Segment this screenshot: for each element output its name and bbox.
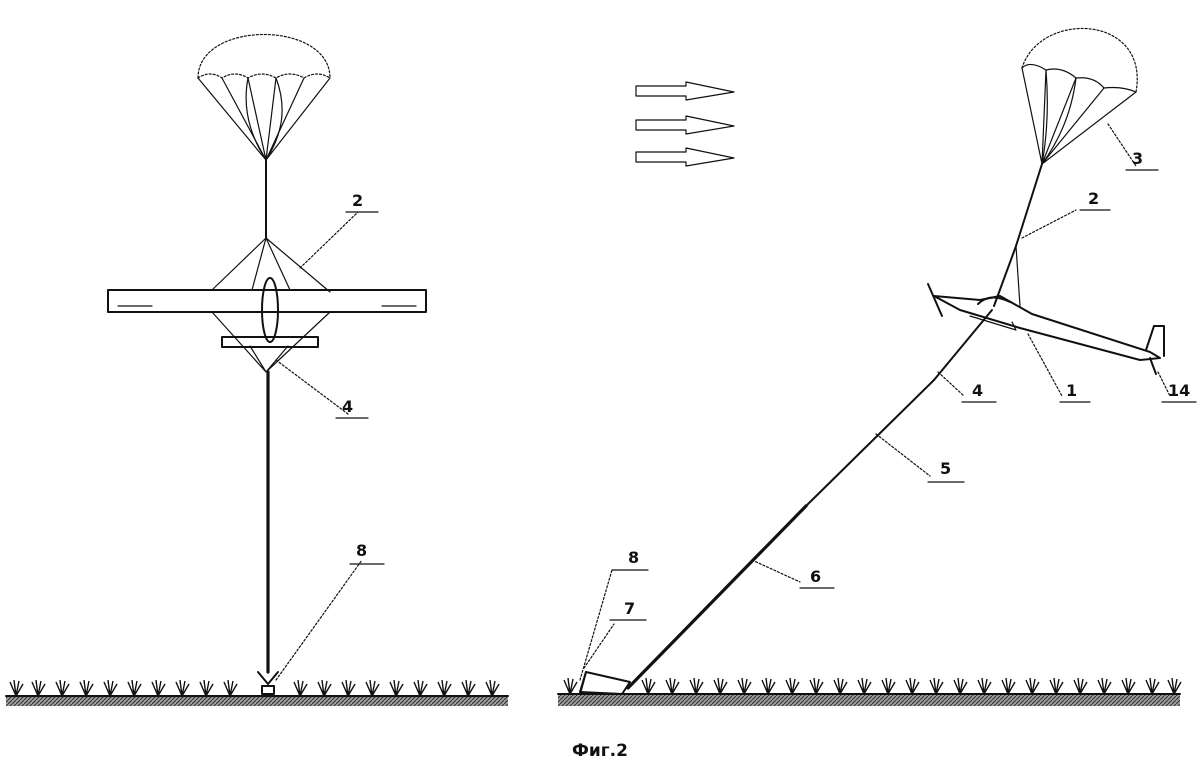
- right-grass: [563, 677, 1182, 695]
- left-label-anchor: 8: [356, 541, 367, 560]
- right-label-mount: 7: [624, 599, 635, 618]
- right-aircraft: [927, 283, 1165, 375]
- left-ground: [6, 696, 508, 706]
- right-label-harness: 4: [972, 381, 983, 400]
- right-harness: [933, 309, 993, 381]
- right-label-parachute: 3: [1132, 149, 1143, 168]
- right-label-tail-hook: 14: [1168, 381, 1190, 400]
- right-rod: [626, 504, 808, 690]
- left-label-line: 2: [352, 191, 363, 210]
- right-label-anchor: 8: [628, 548, 639, 567]
- left-view: 2 4 8: [5, 33, 509, 706]
- left-anchor: [257, 671, 279, 695]
- right-label-tether: 5: [940, 459, 951, 478]
- right-label-aircraft: 1: [1066, 381, 1077, 400]
- left-aircraft: [107, 277, 427, 348]
- right-label-line: 2: [1088, 189, 1099, 208]
- right-label-rod: 6: [810, 567, 821, 586]
- right-parachute: [1021, 27, 1138, 165]
- right-mount: [579, 671, 631, 695]
- left-label-harness: 4: [342, 397, 353, 416]
- left-parachute: [197, 33, 331, 161]
- wind-arrow: [635, 81, 735, 101]
- right-view: 3 2 1 14 4 5 6 7 8: [557, 27, 1197, 706]
- left-grass: [9, 679, 500, 697]
- right-anchor: [579, 671, 587, 695]
- right-ground: [558, 694, 1180, 706]
- wind-arrows: [635, 81, 735, 167]
- right-tether: [805, 379, 935, 507]
- left-lower-harness: [211, 311, 331, 373]
- left-upper-harness: [211, 237, 331, 293]
- wind-arrow: [635, 147, 735, 167]
- figure-caption: Фиг.2: [572, 741, 628, 761]
- wind-arrow: [635, 115, 735, 135]
